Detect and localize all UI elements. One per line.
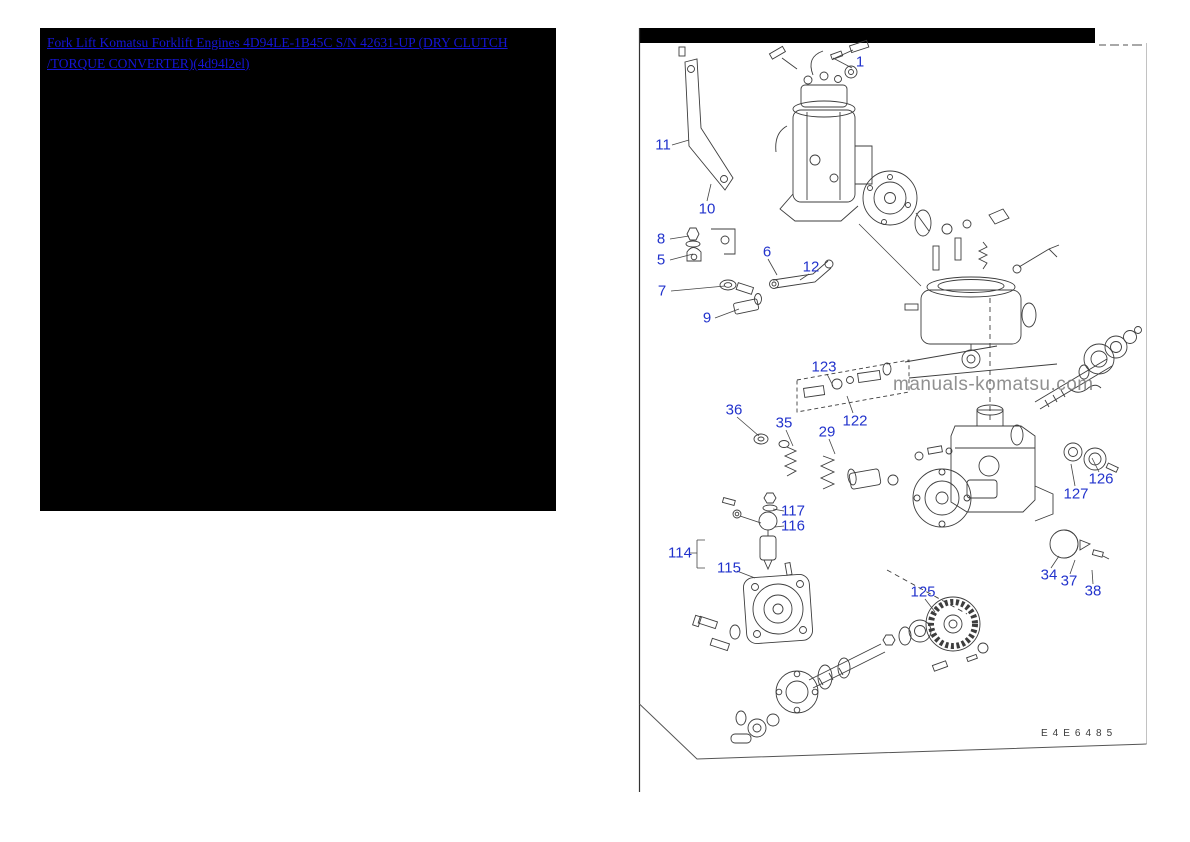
pump-flange-block-drawing xyxy=(692,562,813,652)
link-arm-drawing xyxy=(769,259,834,289)
part-label-12[interactable]: 12 xyxy=(802,258,820,276)
springs-row-drawing xyxy=(753,298,991,490)
leader-lines xyxy=(669,57,1100,613)
mounting-bracket-drawing xyxy=(678,46,734,191)
part-label-36[interactable]: 36 xyxy=(725,401,743,419)
part-label-34[interactable]: 34 xyxy=(1040,566,1058,584)
product-link[interactable]: Fork Lift Komatsu Forklift Engines 4D94L… xyxy=(47,35,508,71)
plunger-parts-drawing xyxy=(803,362,1024,461)
pump-housing-main-drawing xyxy=(912,404,1054,528)
part-label-10[interactable]: 10 xyxy=(698,200,716,218)
plate-frame xyxy=(638,28,1147,792)
part-label-123[interactable]: 123 xyxy=(811,358,837,376)
part-label-122[interactable]: 122 xyxy=(842,412,868,430)
camshaft-and-gear-drawing xyxy=(730,223,989,744)
part-label-115[interactable]: 115 xyxy=(717,559,741,577)
part-label-9[interactable]: 9 xyxy=(702,309,712,327)
part-label-126[interactable]: 126 xyxy=(1088,470,1114,488)
part-label-117[interactable]: 117 xyxy=(781,502,805,520)
part-label-6[interactable]: 6 xyxy=(762,243,772,261)
drive-shaft-upper-drawing xyxy=(1034,326,1142,410)
part-label-7[interactable]: 7 xyxy=(657,282,667,300)
part-label-8[interactable]: 8 xyxy=(656,230,666,248)
part-label-35[interactable]: 35 xyxy=(775,414,793,432)
end-cap-parts-drawing xyxy=(1049,529,1110,560)
part-label-37[interactable]: 37 xyxy=(1060,572,1078,590)
exploded-view-drawing xyxy=(638,28,1147,792)
part-label-1[interactable]: 1 xyxy=(855,53,865,71)
solenoid-valve-drawing xyxy=(721,492,778,571)
product-image-panel: Fork Lift Komatsu Forklift Engines 4D94L… xyxy=(40,28,556,511)
plate-code: E4E6485 xyxy=(1041,728,1118,739)
part-label-125[interactable]: 125 xyxy=(910,583,936,601)
pump-top-assembly-drawing xyxy=(768,39,932,237)
small-fasteners-drawing xyxy=(685,227,762,315)
exploded-view-linework xyxy=(678,39,1142,744)
part-label-114[interactable]: 114 xyxy=(668,544,692,562)
part-label-116[interactable]: 116 xyxy=(781,517,805,535)
part-label-5[interactable]: 5 xyxy=(656,251,666,269)
part-label-11[interactable]: 11 xyxy=(655,136,671,154)
seal-rings-drawing xyxy=(1063,442,1119,473)
part-label-127[interactable]: 127 xyxy=(1063,485,1089,503)
part-label-38[interactable]: 38 xyxy=(1084,582,1102,600)
governor-assembly-drawing xyxy=(904,208,1060,379)
part-label-29[interactable]: 29 xyxy=(818,423,836,441)
